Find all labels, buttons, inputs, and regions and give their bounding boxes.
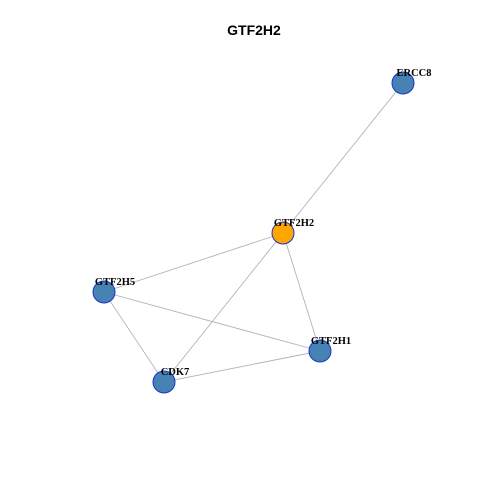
edge-gtf2h2-gtf2h5 (103, 232, 284, 293)
node-label-gtf2h5: GTF2H5 (95, 277, 135, 288)
node-gtf2h5 (92, 280, 116, 304)
node-label-cdk7: CDK7 (161, 367, 190, 378)
node-ercc8 (391, 71, 415, 95)
edge-ercc8-gtf2h2 (282, 82, 404, 234)
edge-gtf2h2-gtf2h1 (282, 232, 321, 352)
edge-cdk7-gtf2h1 (163, 350, 321, 383)
node-gtf2h1 (308, 339, 332, 363)
edge-gtf2h5-gtf2h1 (103, 291, 321, 352)
edges-layer (103, 82, 404, 383)
edge-gtf2h5-cdk7 (103, 291, 165, 383)
node-cdk7 (152, 370, 176, 394)
edge-gtf2h2-cdk7 (163, 232, 284, 383)
node-label-gtf2h1: GTF2H1 (311, 336, 351, 347)
graph-title: GTF2H2 (227, 22, 281, 38)
node-label-ercc8: ERCC8 (396, 68, 431, 79)
node-label-gtf2h2: GTF2H2 (274, 218, 314, 229)
nodes-layer (92, 71, 415, 394)
node-gtf2h2 (271, 221, 295, 245)
